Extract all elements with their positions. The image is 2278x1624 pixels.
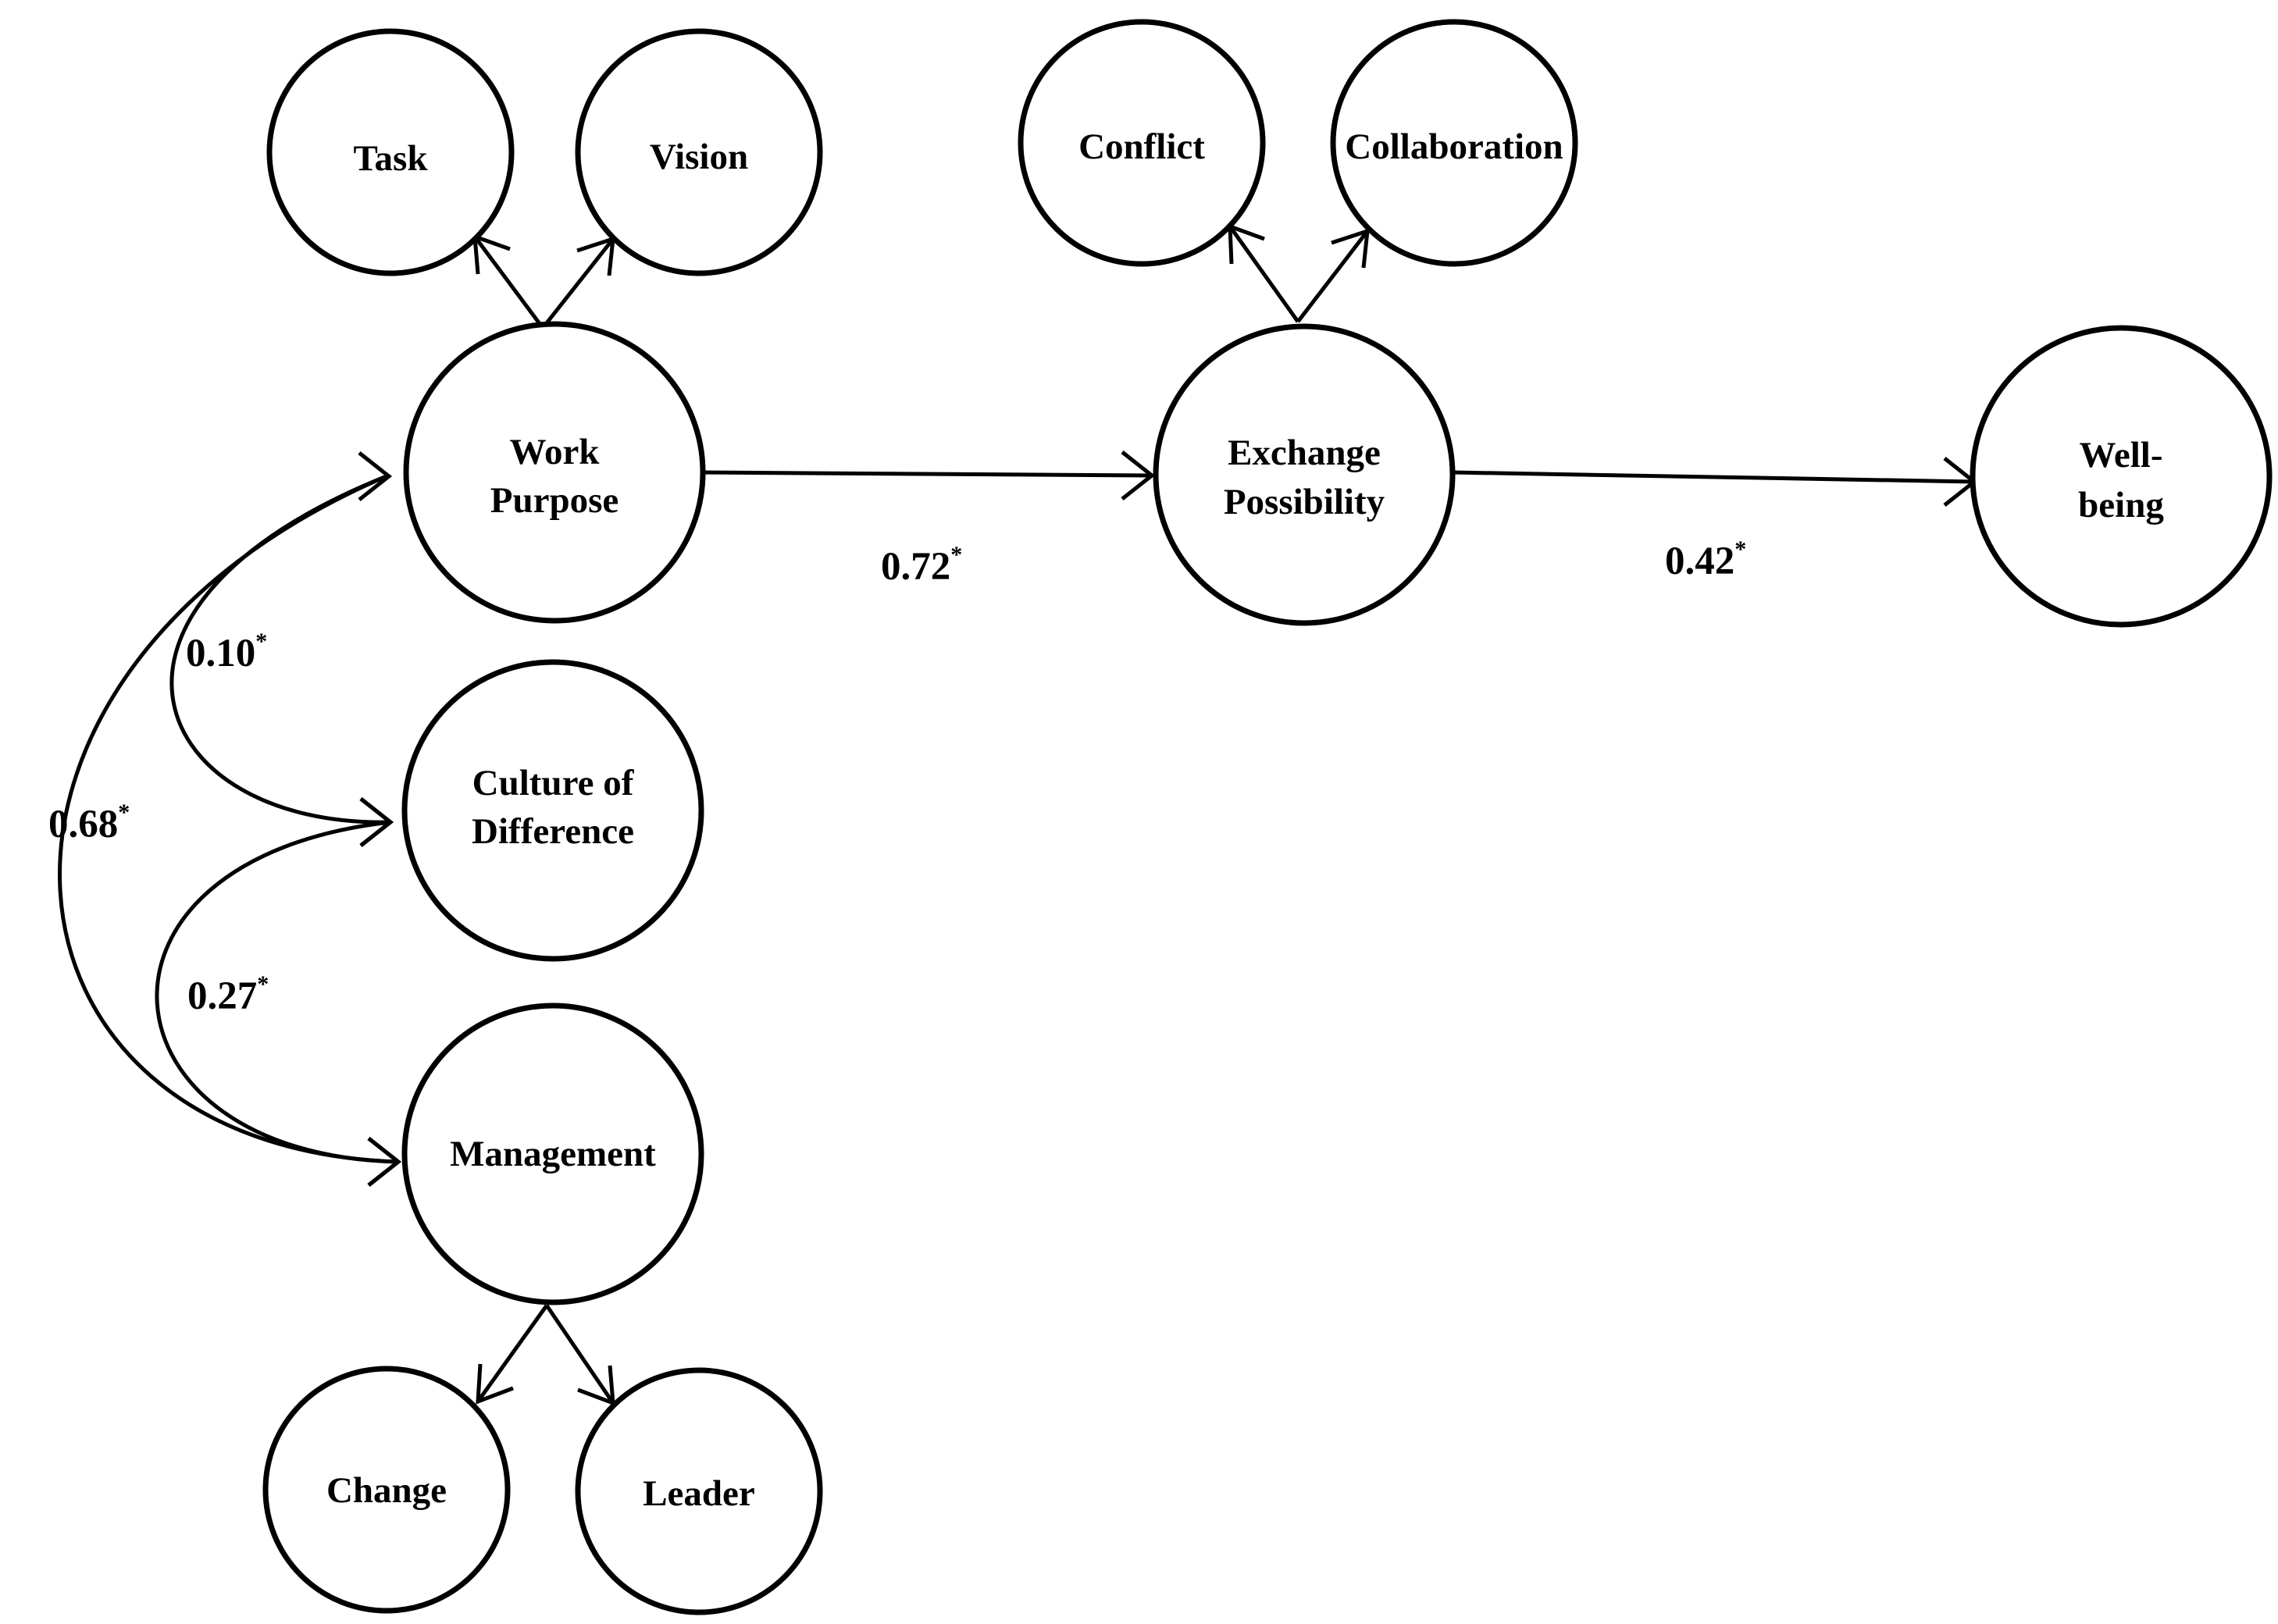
- indicator-arrow-conflict: [1228, 225, 1300, 323]
- arrowhead-change: [476, 1363, 514, 1405]
- arrowhead-exchange: [1121, 451, 1156, 500]
- path-exchange-to-well-being: [1452, 470, 1975, 484]
- node-conflict: Conflict: [1018, 19, 1266, 267]
- svg-text:0.72*: 0.72*: [881, 542, 962, 589]
- node-work-purpose: Work Purpose: [403, 321, 706, 624]
- node-culture-label-line-2: Difference: [472, 811, 634, 852]
- indicator-arrow-vision: [541, 237, 615, 329]
- indicator-arrow-leader: [544, 1304, 615, 1405]
- coefficient-value: 0.72: [881, 545, 950, 589]
- coefficient-work-purpose-to-exchange: 0.72*: [881, 542, 962, 589]
- indicator-arrow-task: [472, 235, 545, 329]
- significance-marker: *: [1734, 536, 1746, 562]
- node-vision-label: Vision: [650, 137, 748, 177]
- significance-marker: *: [118, 800, 130, 825]
- svg-text:0.27*: 0.27*: [187, 971, 269, 1018]
- node-management: Management: [401, 1003, 704, 1305]
- node-vision: Vision: [575, 28, 823, 276]
- correlation-curve-culture-management: [155, 820, 399, 1164]
- node-work-purpose-label-line-1: Work: [510, 432, 601, 472]
- coefficient-culture-management: 0.27*: [187, 971, 269, 1018]
- significance-marker: *: [950, 542, 962, 568]
- coefficient-work-purpose-culture: 0.10*: [186, 629, 267, 675]
- significance-marker: *: [257, 971, 269, 997]
- svg-text:0.10*: 0.10*: [186, 629, 267, 675]
- coefficient-work-purpose-management: 0.68*: [48, 800, 130, 846]
- node-exchange-label-line-2: Possibility: [1224, 482, 1385, 522]
- significance-marker: *: [255, 629, 267, 654]
- node-task-label: Task: [354, 138, 429, 179]
- node-culture-label-line-1: Culture of: [472, 763, 635, 803]
- coefficient-value: 0.42: [1665, 540, 1734, 583]
- node-well-being: Well- being: [1970, 325, 2273, 628]
- node-collaboration-label: Collaboration: [1345, 126, 1563, 167]
- svg-text:0.68*: 0.68*: [48, 800, 130, 846]
- node-leader: Leader: [575, 1367, 823, 1615]
- node-task: Task: [266, 28, 515, 276]
- node-leader-label: Leader: [643, 1473, 755, 1514]
- arrowhead-correlation-work-purpose: [358, 451, 393, 501]
- svg-text:0.42*: 0.42*: [1665, 536, 1746, 583]
- node-collaboration: Collaboration: [1330, 19, 1578, 267]
- arrowhead-correlation-culture-bottom: [359, 797, 394, 847]
- node-conflict-label: Conflict: [1078, 126, 1205, 167]
- arrowhead-correlation-management-outer: [367, 1137, 402, 1187]
- node-change-label: Change: [326, 1470, 447, 1511]
- coefficient-exchange-to-well-being: 0.42*: [1665, 536, 1746, 583]
- coefficient-value: 0.10: [186, 632, 255, 675]
- coefficient-value: 0.68: [48, 803, 118, 846]
- node-management-label: Management: [450, 1134, 656, 1174]
- path-work-purpose-to-exchange: [701, 470, 1153, 478]
- node-work-purpose-label-line-2: Purpose: [490, 480, 619, 521]
- node-exchange-possibility: Exchange Possibility: [1153, 323, 1456, 626]
- indicator-arrow-change: [476, 1304, 549, 1403]
- node-well-being-label-line-1: Well-: [2079, 435, 2162, 475]
- correlation-curve-work-purpose-management: [58, 474, 399, 1164]
- node-well-being-label-line-2: being: [2078, 485, 2164, 525]
- node-change: Change: [262, 1366, 511, 1614]
- node-culture-of-difference: Culture of Difference: [401, 659, 704, 962]
- coefficient-value: 0.27: [187, 974, 257, 1018]
- node-exchange-label-line-1: Exchange: [1228, 433, 1381, 473]
- indicator-arrow-collaboration: [1296, 230, 1369, 323]
